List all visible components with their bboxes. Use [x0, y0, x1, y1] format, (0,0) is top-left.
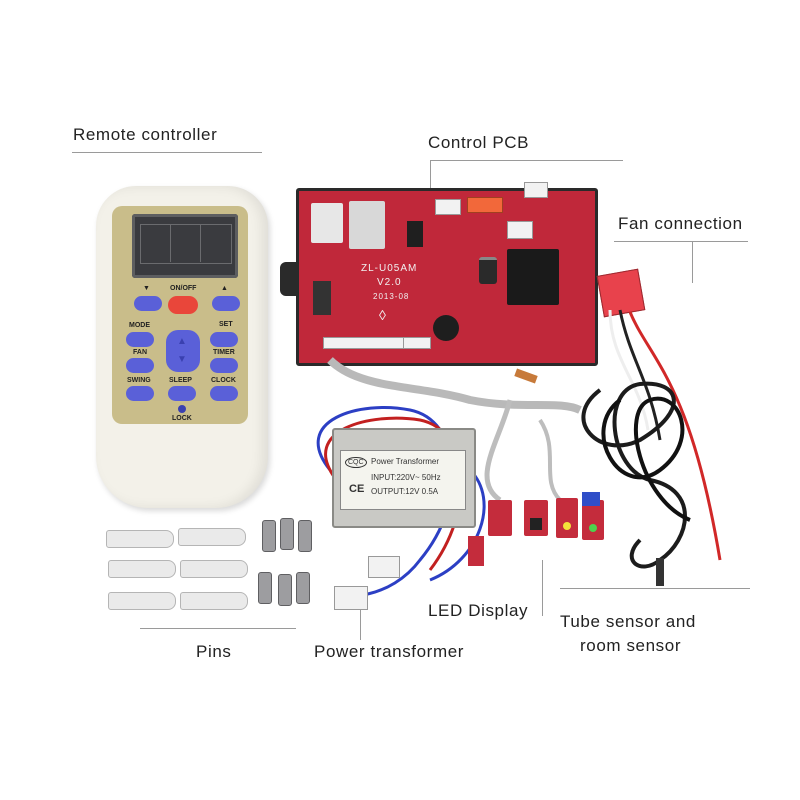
remote-sleep-button[interactable] — [168, 386, 196, 401]
remote-label-set: SET — [219, 321, 233, 328]
led-display-label: LED Display — [428, 601, 529, 620]
pcb-leader-line — [430, 160, 623, 161]
pin-metal-3 — [298, 520, 312, 552]
pin-metal-5 — [278, 574, 292, 606]
remote-label-down: ▼ — [143, 285, 150, 292]
pin-insulated-6 — [180, 592, 248, 610]
led-board-2 — [524, 500, 548, 536]
pin-metal-1 — [262, 520, 276, 552]
fan-wire-black — [618, 309, 662, 441]
pcb-version: V2.0 — [377, 277, 402, 288]
remote-label-mode: MODE — [129, 322, 150, 329]
led-board-3 — [556, 498, 578, 538]
pcb-top-connector-orange — [467, 197, 503, 213]
remote-swing-button[interactable] — [126, 386, 154, 401]
pin-insulated-1 — [106, 530, 174, 548]
transformer-leader-line — [360, 600, 361, 640]
pin-metal-2 — [280, 518, 294, 550]
remote-label-sleep: SLEEP — [169, 377, 192, 384]
led-wire-2 — [538, 418, 562, 502]
pcb-date: 2013-08 — [373, 292, 410, 301]
regulator-chip — [407, 221, 423, 247]
remote-label-fan: FAN — [133, 349, 147, 356]
remote-timer-button[interactable] — [210, 358, 238, 373]
relay-small-2 — [349, 201, 385, 249]
main-relay — [507, 249, 559, 305]
remote-leader-line — [72, 152, 262, 153]
remote-label-timer: TIMER — [213, 349, 235, 356]
remote-set-button[interactable] — [210, 332, 238, 347]
transformer-title: Power Transformer — [371, 457, 440, 466]
control-pcb: ZL-U05AM V2.0 2013-08 ◊ — [296, 188, 598, 366]
pcb-bottom-connector-2 — [403, 337, 431, 349]
header-pins — [313, 281, 331, 315]
transformer-output: OUTPUT:12V 0.5A — [371, 487, 439, 496]
sensor-leader-line — [560, 588, 750, 589]
ce-mark: CE — [349, 483, 365, 495]
led-leader-line — [542, 560, 543, 616]
remote-fan-button[interactable] — [126, 358, 154, 373]
pins-label: Pins — [196, 642, 232, 661]
led-board-1 — [488, 500, 512, 536]
chevron-down-icon: ▼ — [177, 354, 187, 365]
control-pcb-label: Control PCB — [428, 133, 530, 152]
led-wire — [484, 399, 513, 503]
blue-connector — [582, 492, 600, 506]
buzzer — [433, 315, 459, 341]
tube-sensor-label-line2: room sensor — [580, 636, 682, 655]
remote-mode-button[interactable] — [126, 332, 154, 347]
transformer-input: INPUT:220V~ 50Hz — [371, 473, 441, 482]
remote-controller-label: Remote controller — [73, 125, 218, 144]
pcb-top-connector-white — [435, 199, 461, 215]
transformer-wire-blue-2 — [429, 468, 486, 582]
remote-lock-dot[interactable] — [178, 405, 186, 413]
chevron-up-icon: ▲ — [177, 336, 187, 347]
remote-label-swing: SWING — [127, 377, 151, 384]
black-probe — [656, 558, 664, 586]
pcb-top-connector-small — [507, 221, 533, 239]
transformer-connector-2 — [334, 586, 368, 610]
pin-insulated-2 — [178, 528, 246, 546]
transformer-label-plate: CQC Power Transformer INPUT:220V~ 50Hz O… — [340, 450, 466, 510]
remote-clock-button[interactable] — [210, 386, 238, 401]
pin-metal-4 — [258, 572, 272, 604]
pcb-top-right-connector — [524, 182, 548, 198]
remote-lcd-screen — [132, 214, 238, 278]
pin-metal-6 — [296, 572, 310, 604]
pcb-leader-tick — [430, 160, 431, 192]
fan-connection-label: Fan connection — [618, 214, 743, 233]
pin-insulated-4 — [180, 560, 248, 578]
remote-up-button[interactable] — [212, 296, 240, 311]
power-transformer-label: Power transformer — [314, 642, 465, 661]
copper-probe — [514, 368, 538, 384]
led-small-board — [468, 536, 484, 566]
remote-center-button[interactable]: ▲ ▼ — [166, 330, 200, 372]
pin-insulated-3 — [108, 560, 176, 578]
ribbon-cable — [327, 357, 582, 414]
capacitor — [479, 257, 497, 284]
remote-label-up: ▲ — [221, 285, 228, 292]
transformer-cert: CQC — [345, 457, 367, 468]
pcb-model: ZL-U05AM — [361, 263, 418, 274]
tube-sensor-label-line1: Tube sensor and — [560, 612, 696, 631]
pins-leader-line — [140, 628, 296, 629]
remote-label-lock: LOCK — [172, 415, 192, 422]
fan-leader-line — [614, 241, 748, 242]
remote-label-clock: CLOCK — [211, 377, 236, 384]
pin-insulated-5 — [108, 592, 176, 610]
sensor-cable-2 — [601, 396, 691, 522]
remote-down-button[interactable] — [134, 296, 162, 311]
fan-wire-white — [608, 309, 650, 431]
remote-label-on-off: ON/OFF — [170, 285, 197, 292]
transformer-connector-1 — [368, 556, 400, 578]
led-board-4 — [582, 500, 604, 540]
relay-small-1 — [311, 203, 343, 243]
pcb-logo-icon: ◊ — [379, 307, 386, 323]
fan-leader-tick — [692, 241, 693, 283]
remote-on-off-button[interactable] — [168, 296, 198, 314]
fan-wire-red — [628, 311, 722, 561]
